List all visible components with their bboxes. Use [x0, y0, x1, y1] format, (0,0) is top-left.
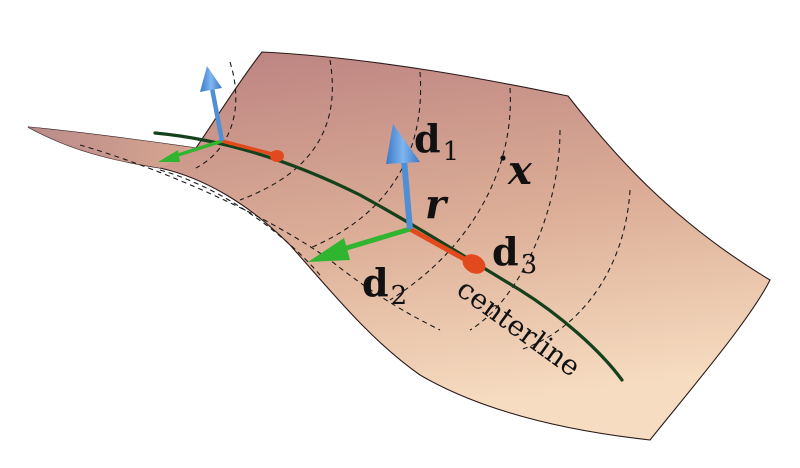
label-d2: d2 — [362, 260, 407, 311]
d1-arrow-shaft — [401, 159, 413, 230]
label-x: x — [507, 147, 533, 194]
label-r: r — [425, 181, 449, 228]
d3-arrow-head — [462, 254, 486, 274]
point-x-marker — [500, 155, 506, 161]
frame-main — [308, 124, 486, 274]
d2-arrow-left-shaft — [174, 139, 223, 158]
d1-arrow-left-head — [200, 66, 222, 92]
centerline-curve — [153, 131, 624, 382]
d1-arrow-left-shaft — [209, 87, 225, 142]
d3-arrow-left-head — [270, 150, 284, 162]
surface-isolines — [79, 59, 631, 351]
d2-arrow-left-head — [158, 150, 180, 162]
d1-arrow-head — [386, 124, 420, 164]
surface-flap — [28, 127, 196, 168]
surface-sheet — [27, 51, 771, 441]
d2-arrow-shaft — [339, 226, 411, 253]
label-d3: d3 — [492, 229, 537, 280]
d3-arrow-left-shaft — [221, 139, 273, 156]
label-d1: d1 — [414, 116, 459, 167]
d3-arrow-shaft — [408, 226, 468, 263]
frame-left — [158, 66, 284, 162]
d2-arrow-head — [308, 238, 350, 262]
